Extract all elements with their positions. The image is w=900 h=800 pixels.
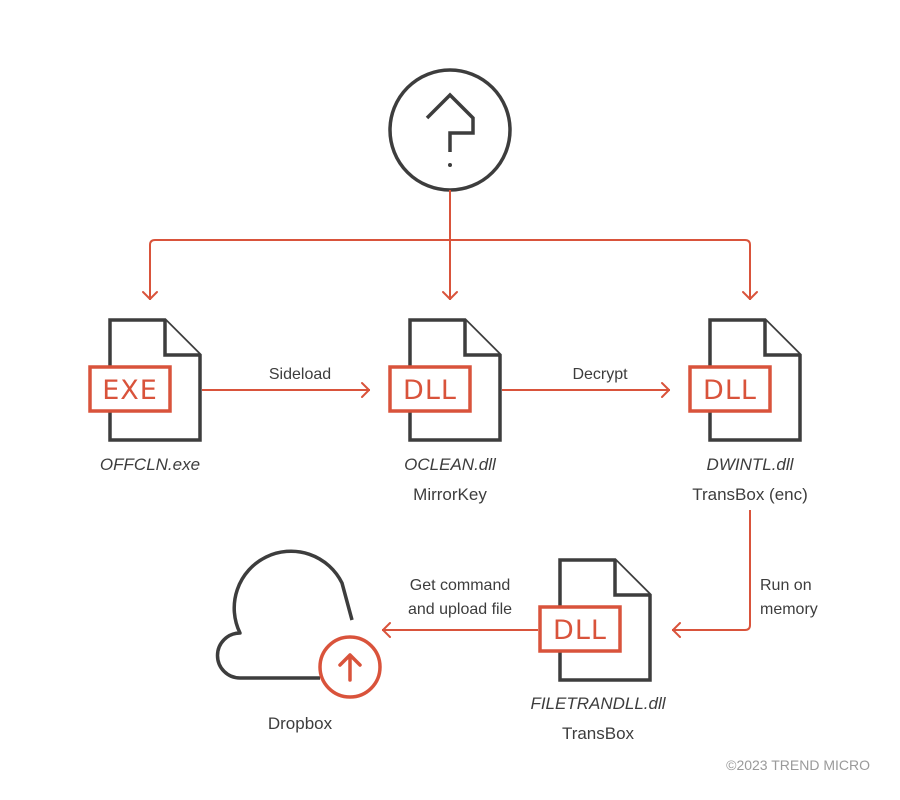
badge-label: DLL (403, 375, 457, 406)
filename-label: OCLEAN.dll (404, 455, 497, 474)
badge-label: DLL (703, 375, 757, 406)
node-dropbox: Dropbox (215, 549, 382, 733)
edge-label-line1: Run on (760, 577, 812, 594)
filename-label: FILETRANDLL.dll (530, 694, 666, 713)
node-dwintl: DLL DWINTL.dll TransBox (enc) (688, 318, 808, 504)
badge-label: DLL (553, 615, 607, 646)
edge-run-on-memory: Run on memory (672, 510, 818, 638)
branch-connector (142, 190, 758, 300)
caption-label: Dropbox (268, 714, 333, 733)
edge-label-line2: and upload file (408, 601, 512, 618)
node-filetran: DLL FILETRANDLL.dll TransBox (530, 558, 667, 743)
caption-label: MirrorKey (413, 485, 487, 504)
dll-badge (538, 605, 622, 653)
dll-badge (688, 365, 772, 413)
upload-icon (318, 635, 382, 699)
filename-label: OFFCLN.exe (100, 455, 200, 474)
copyright-footer: ©2023 TREND MICRO (726, 757, 870, 773)
filename-label: DWINTL.dll (707, 455, 795, 474)
question-mark-icon (425, 92, 475, 167)
node-oclean: DLL OCLEAN.dll MirrorKey (388, 318, 502, 504)
arrow-to-offcln (142, 291, 158, 300)
dll-badge (388, 365, 472, 413)
node-offcln: EXE OFFCLN.exe (88, 318, 202, 474)
source-node (388, 68, 512, 192)
arrow-to-dwintl (742, 291, 758, 300)
source-circle (388, 68, 512, 192)
cloud-icon (215, 549, 354, 680)
edge-label-line2: memory (760, 601, 818, 618)
edge-get-command: Get command and upload file (382, 577, 538, 638)
exe-badge (88, 365, 172, 413)
edge-decrypt: Decrypt (502, 366, 670, 398)
edge-label: Sideload (269, 366, 331, 383)
badge-label: EXE (102, 375, 158, 406)
caption-label: TransBox (enc) (692, 485, 808, 504)
edge-label: Decrypt (572, 366, 628, 383)
caption-label: TransBox (562, 724, 635, 743)
edge-sideload: Sideload (202, 366, 370, 398)
arrow-to-oclean (442, 291, 458, 300)
edge-label-line1: Get command (410, 577, 510, 594)
